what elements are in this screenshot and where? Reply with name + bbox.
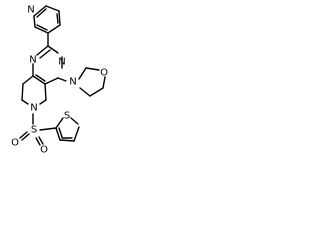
bond: [19, 131, 28, 139]
atom-label-morpholine-n: N: [69, 77, 76, 88]
bond: [35, 137, 41, 146]
bond: [36, 45, 49, 56]
bond: [36, 24, 48, 31]
bond: [22, 75, 34, 85]
bond: [44, 77, 59, 85]
bond: [39, 127, 57, 131]
bond: [57, 77, 67, 82]
bond: [39, 99, 47, 105]
bond: [58, 127, 63, 138]
bond: [21, 99, 29, 105]
bond: [38, 136, 44, 145]
bond: [70, 117, 79, 125]
bond: [73, 126, 80, 142]
atom-label-ring-n: N: [30, 103, 37, 114]
atom-label-sulfonyl-s: S: [31, 125, 37, 136]
bond: [85, 67, 100, 71]
atom-label-pyrimidine-n1: N: [29, 55, 36, 66]
bond: [21, 133, 30, 141]
bond: [55, 127, 61, 141]
bond: [33, 15, 36, 28]
bond: [36, 8, 47, 18]
bond: [59, 139, 75, 142]
bond: [102, 76, 106, 89]
bond: [44, 83, 47, 101]
molecule-drawing: N N N N O N S O O S: [11, 5, 108, 156]
bond: [32, 75, 46, 85]
bond: [45, 5, 60, 12]
bond: [34, 26, 49, 34]
bond: [39, 49, 51, 59]
bond: [58, 10, 61, 26]
bond: [47, 24, 61, 34]
bond: [47, 45, 59, 54]
bond: [35, 74, 46, 82]
bond: [55, 117, 64, 129]
bond: [33, 5, 47, 17]
chemical-structure-diagram: N N N N O N S O O S: [0, 0, 119, 184]
atom-label-thiophene-s: S: [64, 111, 70, 122]
bond: [79, 87, 91, 97]
atom-label-morpholine-o: O: [100, 68, 108, 79]
bonds: [19, 5, 106, 146]
atom-labels: N N N N O N S O O S: [11, 5, 108, 156]
bond: [78, 67, 87, 80]
bond: [89, 87, 104, 97]
bond: [21, 83, 24, 101]
atom-label-pyrimidine-n3: N: [58, 57, 65, 68]
bond: [56, 13, 59, 24]
atom-label-pyridine-n: N: [27, 5, 34, 16]
atom-label-sulfonyl-o2: O: [40, 145, 48, 156]
atom-label-sulfonyl-o1: O: [11, 138, 19, 149]
